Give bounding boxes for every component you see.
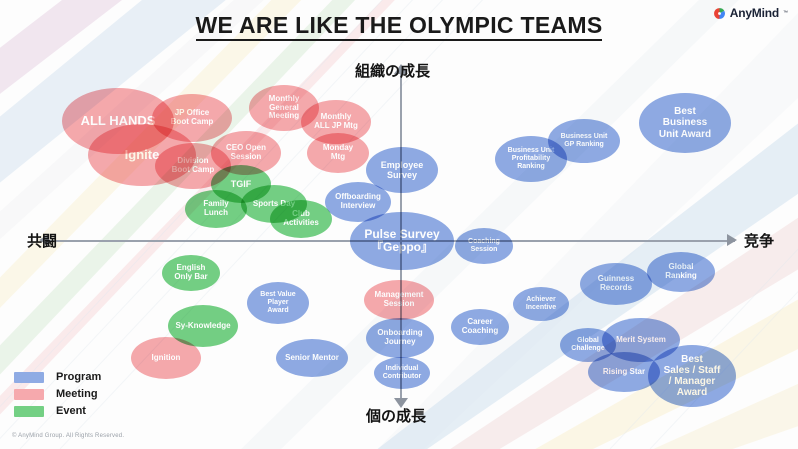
page-title-text: WE ARE LIKE THE OLYMPIC TEAMS [195, 12, 603, 41]
bubble-onboarding-journey: Onboarding Journey [366, 318, 434, 358]
legend-label-event: Event [56, 405, 86, 417]
trademark-symbol: ™ [783, 10, 788, 16]
bubble-club-activities: Club Activities [270, 200, 332, 238]
legend-swatch-program [14, 371, 44, 383]
bubble-monday-mtg: Monday Mtg [307, 133, 369, 173]
anymind-logo: AnyMind ™ [713, 6, 788, 20]
axis-arrow-right-icon [727, 234, 737, 246]
bubble-coaching-session: Coaching Session [455, 228, 513, 264]
anymind-logo-text: AnyMind [729, 6, 779, 20]
axis-arrow-up-icon [394, 64, 408, 74]
legend-swatch-event [14, 405, 44, 417]
bubble-individual-contributor: Individual Contributor [374, 357, 430, 389]
bubble-family-lunch: Family Lunch [185, 190, 247, 228]
bubble-senior-mentor: Senior Mentor [276, 339, 348, 377]
legend-label-meeting: Meeting [56, 388, 98, 400]
bubble-career-coaching: Career Coaching [451, 309, 509, 345]
bubble-best-business-unit-award: Best Business Unit Award [639, 93, 731, 153]
bubble-ignition: Ignition [131, 337, 201, 379]
bubble-business-unit-profitability-ranking: Business Unit Profitability Ranking [495, 136, 567, 182]
anymind-logo-icon [713, 7, 725, 19]
bubble-english-only-bar: English Only Bar [162, 255, 220, 291]
axis-label-right: 竞争 [744, 233, 775, 250]
bubble-guinness-records: Guinness Records [580, 263, 652, 305]
page-title: WE ARE LIKE THE OLYMPIC TEAMS [0, 12, 798, 41]
axis-arrow-down-icon [394, 398, 408, 408]
bubble-achiever-incentive: Achiever Incentive [513, 287, 569, 321]
bubble-business-unit-gp-ranking: Business Unit GP Ranking [548, 119, 620, 163]
axis-arrow-left-icon [39, 234, 49, 246]
axis-label-top: 組織の成長 [355, 63, 431, 80]
bubble-best-value-player-award: Best Value Player Award [247, 282, 309, 324]
legend-item-event: Event [14, 405, 101, 417]
legend-swatch-meeting [14, 388, 44, 400]
bubble-best-sales-staff-manager-award: Best Sales / Staff / Manager Award [648, 345, 736, 407]
axis-label-bottom: 個の成長 [366, 408, 427, 425]
axis-label-left: 共闘 [27, 233, 58, 250]
bubble-global-ranking: Global Ranking [647, 252, 715, 292]
legend-item-program: Program [14, 371, 101, 383]
bubble-pulse-survey-geppo: Pulse Survey 『Geppo』 [350, 212, 454, 270]
legend-item-meeting: Meeting [14, 388, 101, 400]
legend-label-program: Program [56, 371, 102, 383]
bubble-management-session: Management Session [364, 280, 434, 320]
copyright-footer: © AnyMind Group. All Rights Reserved. [12, 433, 125, 439]
